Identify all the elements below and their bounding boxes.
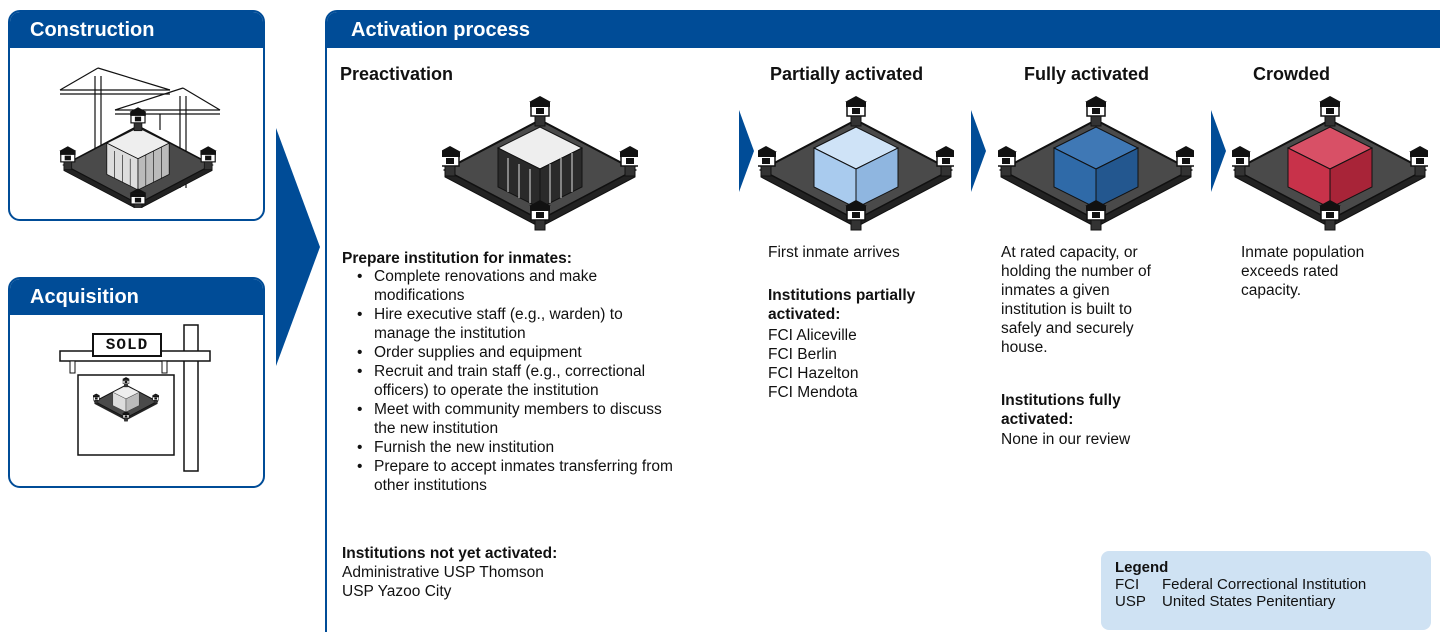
list-item: Order supplies and equipment xyxy=(342,343,762,362)
full-inst-heading: Institutions fully activated: xyxy=(1001,392,1121,428)
crowded-description: Inmate population exceeds rated capacity… xyxy=(1241,244,1365,299)
acquisition-panel: Acquisition SOLD xyxy=(8,277,265,488)
prison-icon-full xyxy=(998,96,1194,232)
list-item: Meet with community members to discussth… xyxy=(342,400,762,438)
partial-title: Partially activated xyxy=(770,64,924,84)
not-yet-list: Administrative USP Thomson USP Yazoo Cit… xyxy=(342,564,544,600)
chevron-icon xyxy=(971,110,986,192)
legend-full: United States Penitentiary xyxy=(1162,593,1336,610)
chevron-icon xyxy=(1211,110,1226,192)
prison-icon-partial xyxy=(758,96,954,232)
partial-inst-list: FCI Aliceville FCI Berlin FCI Hazelton F… xyxy=(768,327,859,401)
construction-title: Construction xyxy=(10,12,263,48)
full-description: At rated capacity, or holding the number… xyxy=(1001,244,1151,356)
flow-arrow-to-activation xyxy=(276,128,320,366)
activation-title: Activation process xyxy=(327,12,1440,48)
list-item: Furnish the new institution xyxy=(342,438,762,457)
legend-full: Federal Correctional Institution xyxy=(1162,576,1367,593)
legend-abbr: FCI xyxy=(1115,576,1140,593)
full-title: Fully activated xyxy=(1024,64,1150,84)
acquisition-title: Acquisition xyxy=(10,279,263,315)
sold-sign-label: SOLD xyxy=(92,333,162,357)
construction-crane-illustration xyxy=(50,67,221,208)
legend-row: USP United States Penitentiary xyxy=(1115,593,1417,610)
construction-panel: Construction xyxy=(8,10,265,221)
partial-description: First inmate arrives xyxy=(768,244,900,261)
legend-row: FCI Federal Correctional Institution xyxy=(1115,576,1417,593)
prep-bullet-list: Complete renovations and makemodificatio… xyxy=(342,267,762,495)
chevron-icon xyxy=(739,110,754,192)
list-item: Recruit and train staff (e.g., correctio… xyxy=(342,362,762,400)
prep-heading: Prepare institution for inmates: xyxy=(342,250,572,267)
list-item: Complete renovations and makemodificatio… xyxy=(342,267,762,305)
legend-box: Legend FCI Federal Correctional Institut… xyxy=(1101,551,1431,630)
list-item: Hire executive staff (e.g., warden) toma… xyxy=(342,305,762,343)
crowded-title: Crowded xyxy=(1253,64,1331,84)
not-yet-heading: Institutions not yet activated: xyxy=(342,545,558,562)
list-item: Prepare to accept inmates transferring f… xyxy=(342,457,762,495)
prison-icon-crowded xyxy=(1232,96,1428,232)
legend-title: Legend xyxy=(1115,559,1169,576)
preactivation-title: Preactivation xyxy=(340,64,454,84)
prison-icon-preactivation xyxy=(442,96,638,232)
legend-abbr: USP xyxy=(1115,593,1146,610)
full-inst-list: None in our review xyxy=(1001,431,1131,448)
partial-inst-heading: Institutions partially activated: xyxy=(768,287,916,323)
